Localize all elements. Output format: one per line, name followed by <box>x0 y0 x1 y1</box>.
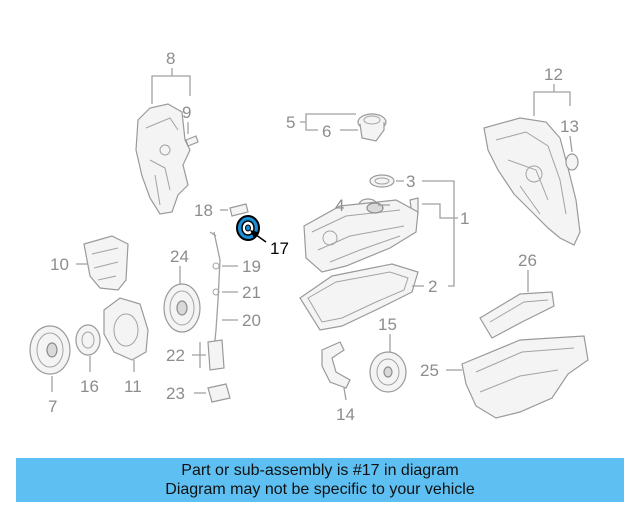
timing-cover-upper <box>135 103 191 215</box>
bolt-18 <box>229 203 249 217</box>
oil-filler-cap <box>357 113 387 142</box>
callout-3: 3 <box>406 172 415 191</box>
callout-6: 6 <box>322 122 331 141</box>
callout-16: 16 <box>80 377 99 396</box>
dipstick-tube <box>209 231 221 351</box>
callout-25: 25 <box>420 361 439 380</box>
callout-8: 8 <box>166 49 175 68</box>
gear-24 <box>163 283 201 333</box>
idler-pulley-17 <box>236 215 260 241</box>
callout-12: 12 <box>544 65 563 84</box>
callout-22: 22 <box>166 346 185 365</box>
engine-bracket-10 <box>83 235 129 291</box>
callout-20: 20 <box>242 311 261 330</box>
sprocket-15 <box>369 351 407 393</box>
plug-23 <box>207 383 231 403</box>
valve-cover <box>303 199 419 273</box>
timing-cover-rear <box>483 117 581 246</box>
callout-1: 1 <box>460 209 469 228</box>
lower-cover-11 <box>103 297 149 361</box>
callout-18: 18 <box>194 201 213 220</box>
callout-14: 14 <box>336 405 355 424</box>
oil-pan-25 <box>461 335 589 419</box>
valve-cover-gasket <box>299 263 419 331</box>
seal-13 <box>565 153 579 171</box>
callout-19: 19 <box>242 257 261 276</box>
callout-labels: 8 9 5 6 12 13 3 4 1 18 17 10 24 19 26 2 … <box>48 49 579 424</box>
callout-10: 10 <box>50 255 69 274</box>
callout-13: 13 <box>560 117 579 136</box>
baffle-26 <box>479 291 555 339</box>
crank-sprocket-16 <box>75 324 101 356</box>
callout-9: 9 <box>182 103 191 122</box>
callout-23: 23 <box>166 384 185 403</box>
crank-pulley-7 <box>29 325 71 375</box>
callout-4: 4 <box>335 196 344 215</box>
bearing-shell-14 <box>321 341 351 389</box>
gasket-ring-3 <box>369 174 395 188</box>
callout-5: 5 <box>286 113 295 132</box>
callout-11: 11 <box>124 377 142 396</box>
info-banner: Part or sub-assembly is #17 in diagram D… <box>16 458 624 502</box>
callout-26: 26 <box>518 251 537 270</box>
bolt-9 <box>185 135 199 147</box>
callout-2: 2 <box>428 277 437 296</box>
callout-7: 7 <box>48 397 57 416</box>
callout-21: 21 <box>242 283 261 302</box>
callout-15: 15 <box>378 315 397 334</box>
leader-lines <box>51 68 573 401</box>
banner-line-2: Diagram may not be specific to your vehi… <box>165 481 475 498</box>
sleeve-22 <box>207 339 225 371</box>
callout-24: 24 <box>170 247 189 266</box>
banner-line-1: Part or sub-assembly is #17 in diagram <box>181 462 459 479</box>
callout-17: 17 <box>270 239 289 258</box>
